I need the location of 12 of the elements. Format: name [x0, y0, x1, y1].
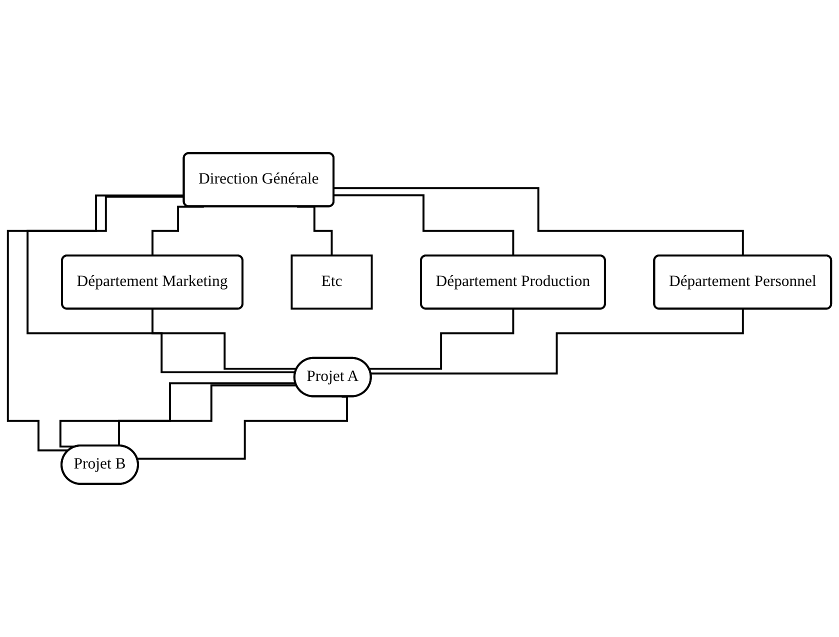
- connector: [26, 196, 296, 374]
- connector: [152, 308, 297, 370]
- connector: [334, 194, 514, 257]
- node-box: Etc: [290, 254, 373, 310]
- connector: [369, 308, 514, 370]
- connector: [297, 206, 333, 256]
- connector: [137, 396, 348, 460]
- connector: [334, 187, 744, 257]
- connector: [370, 308, 744, 375]
- connector: [6, 194, 184, 452]
- connector: [152, 206, 204, 257]
- connector: [59, 382, 296, 448]
